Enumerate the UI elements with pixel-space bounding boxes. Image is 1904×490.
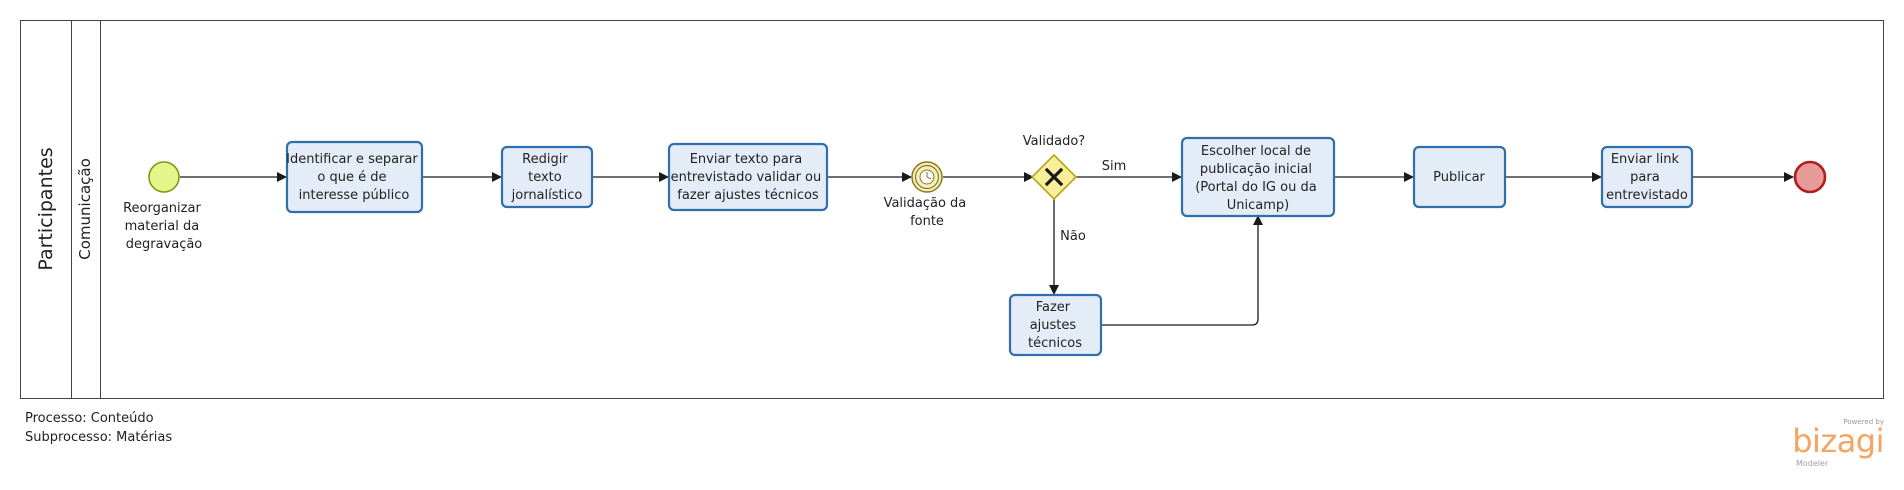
- gateway-label: Validado?: [1023, 134, 1085, 149]
- task-box[interactable]: [1008, 293, 1103, 357]
- task-label: Fazer ajustes técnicos: [1028, 300, 1082, 351]
- task-label-line: Unicamp): [1227, 198, 1289, 213]
- start-event-label-line: degravação: [126, 237, 203, 252]
- pool: Participantes Comunicação: [20, 20, 1884, 399]
- task-label: Escolher local de publicação inicial (Po…: [1195, 144, 1321, 213]
- task-label-line: Identificar e separar: [286, 152, 418, 167]
- task-label-line: Redigir: [522, 152, 568, 167]
- task-box[interactable]: [1180, 136, 1336, 218]
- task-technical-adjustments[interactable]: Fazer ajustes técnicos: [1008, 293, 1103, 357]
- start-event-label-line: Reorganizar: [123, 201, 201, 216]
- task-label-line: publicação inicial: [1200, 162, 1312, 177]
- logo-brand-text: bizagi: [1792, 422, 1884, 460]
- task-send-link[interactable]: Enviar link para entrevistado: [1600, 145, 1694, 209]
- task-box[interactable]: [285, 140, 424, 214]
- footer-process: Processo: Conteúdo: [25, 411, 154, 426]
- task-label-line: Publicar: [1433, 170, 1485, 185]
- task-send-for-validation[interactable]: Enviar texto para entrevistado validar o…: [667, 142, 829, 212]
- task-identify-public-interest[interactable]: Identificar e separar o que é de interes…: [285, 140, 424, 214]
- gateway-x-icon: [1044, 167, 1064, 187]
- start-event[interactable]: Reorganizar material da degravação: [123, 161, 205, 252]
- exclusive-gateway[interactable]: Validado? Sim Não: [1023, 134, 1126, 244]
- task-box[interactable]: [667, 142, 829, 212]
- task-label: Enviar link para entrevistado: [1606, 152, 1688, 203]
- task-label-line: interesse público: [299, 188, 410, 203]
- task-label: Redigir texto jornalístico: [511, 152, 583, 203]
- task-label-line: Escolher local de: [1201, 144, 1311, 159]
- task-box[interactable]: [1412, 145, 1507, 209]
- end-event-circle[interactable]: [1793, 160, 1827, 194]
- intermediate-timer-event[interactable]: Validação da fonte: [884, 161, 971, 229]
- task-label-line: jornalístico: [511, 188, 583, 203]
- bizagi-logo: Powered by bizagi Modeler: [1792, 418, 1884, 468]
- event-inner-ring: [914, 164, 940, 190]
- end-event[interactable]: [1793, 160, 1827, 194]
- task-label: Identificar e separar o que é de interes…: [286, 152, 422, 203]
- lane-label: Comunicação: [76, 158, 94, 260]
- task-label-line: para: [1630, 170, 1660, 185]
- intermediate-event-label-line: fonte: [910, 214, 944, 229]
- logo-powered-text: Powered by: [1843, 418, 1884, 426]
- gateway-no-label: Não: [1060, 229, 1086, 244]
- intermediate-event-label-line: Validação da: [884, 196, 967, 211]
- clock-hands-icon: [926, 172, 932, 180]
- task-label-line: (Portal do IG ou da: [1195, 180, 1316, 195]
- logo-modeler-text: Modeler: [1796, 459, 1829, 468]
- start-event-label: Reorganizar material da degravação: [123, 201, 205, 252]
- task-label-line: o que é de: [317, 170, 386, 185]
- task-choose-publication-location[interactable]: Escolher local de publicação inicial (Po…: [1180, 136, 1336, 218]
- task-label-line: texto: [528, 170, 562, 185]
- task-label-line: Enviar link: [1611, 152, 1680, 167]
- task-label-line: técnicos: [1028, 336, 1082, 351]
- task-label-line: ajustes: [1030, 318, 1077, 333]
- start-event-circle[interactable]: [148, 161, 180, 193]
- gateway-yes-label: Sim: [1102, 159, 1127, 174]
- pool-label: Participantes: [35, 147, 57, 270]
- sequence-flows: [180, 172, 1794, 326]
- footer-subprocess: Subprocesso: Matérias: [25, 430, 173, 445]
- start-event-label-line: material da: [125, 219, 200, 234]
- task-label-line: entrevistado: [1606, 188, 1688, 203]
- task-box[interactable]: [1600, 145, 1694, 209]
- task-publish[interactable]: Publicar: [1412, 145, 1507, 209]
- task-draft-text[interactable]: Redigir texto jornalístico: [500, 145, 594, 209]
- task-label: Enviar texto para entrevistado validar o…: [671, 152, 826, 203]
- task-label-line: Enviar texto para: [690, 152, 802, 167]
- flow-adjust-to-choose: [1101, 215, 1263, 326]
- intermediate-event-label: Validação da fonte: [884, 196, 971, 229]
- pool-border: [20, 20, 1884, 399]
- task-label: Publicar: [1433, 170, 1485, 185]
- task-label-line: Fazer: [1036, 300, 1071, 315]
- task-label-line: entrevistado validar ou: [671, 170, 822, 185]
- task-label-line: fazer ajustes técnicos: [677, 188, 819, 203]
- task-box[interactable]: [500, 145, 594, 209]
